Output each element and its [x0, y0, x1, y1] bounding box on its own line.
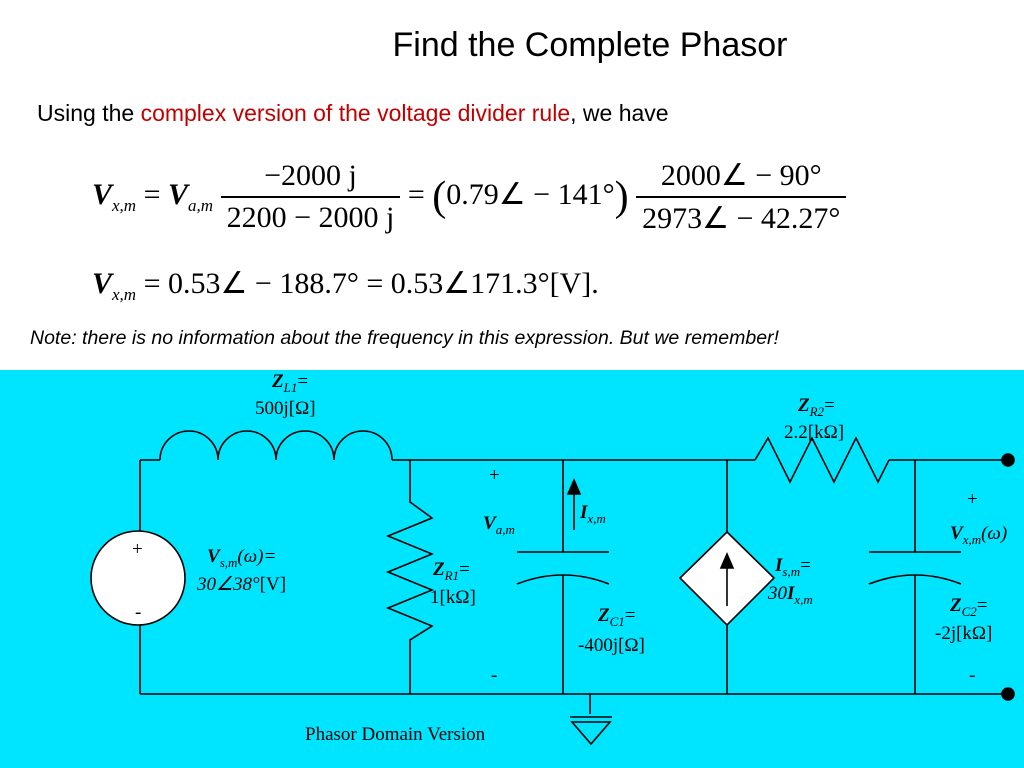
subtitle: Using the complex version of the voltage…: [37, 100, 669, 127]
zr2-eq: =: [824, 395, 835, 416]
eq1-lhs-var: V: [92, 177, 113, 211]
zr2-value: 2.2[kΩ]: [784, 422, 845, 443]
zc2-eq: =: [976, 595, 988, 616]
vx-minus: -: [969, 665, 976, 686]
eq2-lhs-sub: x,m: [112, 285, 137, 304]
eq1-rhs-var: V: [168, 177, 189, 211]
vx-sub: x,m: [962, 531, 982, 547]
zr1-sub: R1: [444, 567, 460, 583]
ix-arrow-head: [566, 477, 582, 495]
resistor-r1: [385, 460, 435, 694]
eq1-frac2-numerator: 2000∠ − 90°: [636, 158, 847, 198]
circuit-caption: Phasor Domain Version: [305, 724, 486, 745]
ix-var: I: [580, 502, 588, 523]
zr2-sub: R2: [809, 403, 825, 419]
eq2-rhs: = 0.53∠ − 188.7° = 0.53∠171.3°[V].: [143, 267, 599, 300]
is-coef: 30: [768, 583, 787, 604]
subtitle-highlight: complex version of the voltage divider r…: [140, 100, 571, 126]
va-minus: -: [491, 665, 498, 686]
equation-1: Vx,m = Va,m −2000 j 2200 − 2000 j = (0.7…: [92, 158, 847, 236]
eq1-paren-value: 0.79∠ − 141°: [446, 177, 615, 211]
zc2-value: -2j[kΩ]: [935, 623, 993, 644]
circuit-panel: + - Vs,m(ω)= 30∠38°[V] ZL1= 500j[Ω] ZR1=…: [0, 370, 1024, 768]
source-minus: -: [135, 602, 142, 623]
eq1-equals: =: [143, 177, 161, 211]
source-unit: [V]: [259, 574, 287, 595]
zr2-var: Z: [798, 395, 810, 416]
voltage-source: [90, 530, 186, 626]
eq2-lhs-var: V: [92, 267, 113, 300]
zr1-var: Z: [433, 559, 445, 580]
va-label: Va,m: [483, 513, 515, 537]
subtitle-prefix: Using the: [37, 100, 141, 126]
is-sub: s,m: [782, 563, 801, 579]
va-var: V: [483, 513, 496, 534]
zr1-eq: =: [459, 559, 470, 580]
zr2-label: ZR2=: [798, 395, 835, 419]
source-func: (ω)=: [237, 546, 277, 567]
vx-label: Vx,m(ω): [950, 523, 1008, 547]
ix-sub: x,m: [587, 510, 606, 526]
eq1-equals-2: =: [407, 177, 425, 211]
zc2-label: ZC2=: [950, 595, 988, 619]
source-var: V: [207, 546, 220, 567]
zc1-label: ZC1=: [598, 605, 636, 629]
inductor-l1: [159, 430, 393, 461]
va-plus: +: [489, 465, 500, 486]
vx-func: (ω): [981, 523, 1008, 544]
ground-triangle: [570, 721, 612, 746]
eq1-fraction-2: 2000∠ − 90° 2973∠ − 42.27°: [636, 158, 847, 236]
zl1-eq: =: [297, 371, 309, 392]
source-plus: +: [132, 539, 143, 560]
zr1-label: ZR1=: [433, 559, 470, 583]
is-value-label: 30Ix,m: [768, 583, 813, 607]
source-value-label: 30∠38°[V]: [197, 575, 286, 595]
zc2-sub: C2: [961, 603, 977, 619]
subtitle-suffix: , we have: [570, 100, 669, 126]
is-var2: I: [787, 583, 795, 604]
zl1-label: ZL1=: [272, 371, 309, 395]
source-label: Vs,m(ω)=: [207, 546, 277, 570]
eq1-frac2-denominator: 2973∠ − 42.27°: [642, 202, 841, 235]
is-label: Is,m=: [775, 555, 811, 579]
eq1-fraction-1: −2000 j 2200 − 2000 j: [220, 159, 401, 235]
zr1-value: 1[kΩ]: [430, 587, 476, 608]
is-sub2: x,m: [794, 591, 813, 607]
eq1-frac1-denominator: 2200 − 2000 j: [226, 201, 395, 234]
page-title: Find the Complete Phasor: [392, 26, 788, 64]
is-var: I: [775, 555, 783, 576]
source-sub: s,m: [219, 554, 238, 570]
eq1-close-paren: ): [614, 174, 629, 220]
zc1-eq: =: [624, 605, 636, 626]
resistor-r2: [754, 436, 890, 484]
is-eq: =: [800, 555, 811, 576]
zc1-var: Z: [598, 605, 610, 626]
zl1-sub: L1: [283, 379, 298, 395]
zl1-value: 500j[Ω]: [255, 398, 316, 419]
zc1-value: -400j[Ω]: [578, 635, 645, 656]
circuit-diagram: [90, 430, 1015, 746]
eq1-frac1-numerator: −2000 j: [220, 159, 401, 198]
terminal-bottom: [1001, 687, 1015, 701]
eq1-rhs-sub: a,m: [188, 195, 214, 215]
source-value: 30∠38°: [197, 574, 260, 595]
note: Note: there is no information about the …: [30, 327, 779, 349]
zc1-sub: C1: [609, 613, 625, 629]
eq1-lhs-sub: x,m: [112, 195, 137, 215]
dep-source-arrow-head: [719, 551, 735, 569]
vx-var: V: [950, 523, 963, 544]
terminal-top: [1001, 453, 1015, 467]
zl1-var: Z: [272, 371, 284, 392]
vx-plus: +: [967, 489, 978, 510]
eq1-open-paren: (: [432, 174, 447, 220]
zc2-var: Z: [950, 595, 962, 616]
ix-label: Ix,m: [580, 502, 606, 526]
equation-2: Vx,m = 0.53∠ − 188.7° = 0.53∠171.3°[V].: [92, 266, 599, 305]
va-sub: a,m: [495, 521, 515, 537]
